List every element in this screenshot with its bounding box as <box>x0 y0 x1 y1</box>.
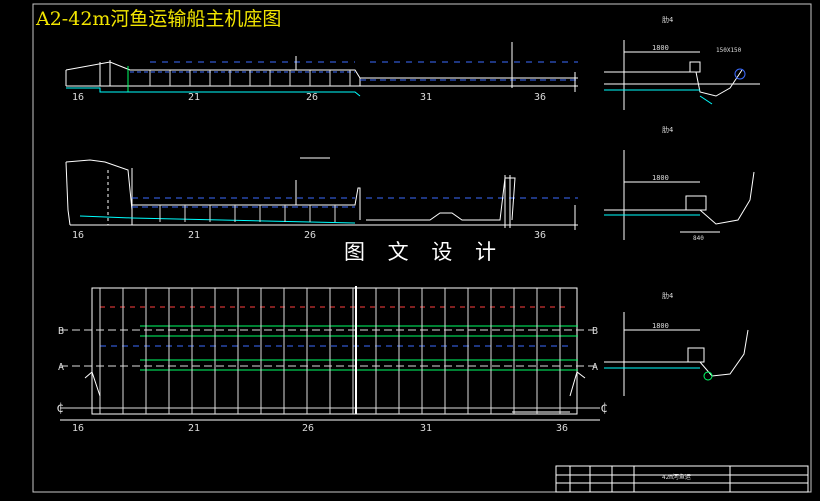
section3-width-dim: 1800 <box>652 322 669 330</box>
frame-number: 26 <box>302 423 314 434</box>
axis-label-right-centerline: ¢ <box>600 401 608 416</box>
section2-width-dim: 1800 <box>652 174 669 182</box>
frame-number: 26 <box>304 230 316 241</box>
frame-number: 26 <box>306 92 318 103</box>
watermark-text: 图 文 设 计 <box>344 240 505 264</box>
frame-number: 21 <box>188 423 200 434</box>
section-mark: 肋4 <box>662 291 673 300</box>
section-view-1: 肋4 1800 150X150 <box>604 15 760 110</box>
axis-label-left-b: B <box>58 326 64 337</box>
axis-label-left-centerline: ¢ <box>56 401 64 416</box>
frame-number: 16 <box>72 230 84 241</box>
section-mark: 肋4 <box>662 15 673 24</box>
drawing-border <box>32 3 812 493</box>
frame-number: 21 <box>188 230 200 241</box>
section-view-2: 肋4 1800 840 <box>604 125 755 242</box>
frame-number: 36 <box>556 423 568 434</box>
section1-width-dim: 1800 <box>652 44 669 52</box>
frame-number: 31 <box>420 92 432 103</box>
frame-number: 31 <box>420 423 432 434</box>
section2-bottom-dim: 840 <box>693 235 704 242</box>
axis-label-left-a: A <box>58 362 64 373</box>
axis-label-right-b: B <box>592 326 598 337</box>
frame-number: 36 <box>534 230 546 241</box>
drawing-title: A2-42m河鱼运输船主机座图 <box>36 8 282 30</box>
title-block-label: 42m河鱼运 <box>662 473 691 481</box>
frame-number: 21 <box>188 92 200 103</box>
middle-profile-view: 16 21 26 36 <box>65 157 578 241</box>
bottom-plan-view: 16 21 26 31 36 B A ¢ B A ¢ <box>56 286 608 434</box>
frame-number: 16 <box>72 423 84 434</box>
frame-number: 36 <box>534 92 546 103</box>
axis-label-right-a: A <box>592 362 598 373</box>
frame-number: 16 <box>72 92 84 103</box>
section-mark: 肋4 <box>662 125 673 134</box>
title-block: 42m河鱼运 <box>555 465 809 493</box>
section-view-3: 肋4 1800 <box>604 291 749 396</box>
section1-dim2: 150X150 <box>716 47 742 54</box>
top-profile-view: 16 21 26 31 36 <box>65 42 578 103</box>
